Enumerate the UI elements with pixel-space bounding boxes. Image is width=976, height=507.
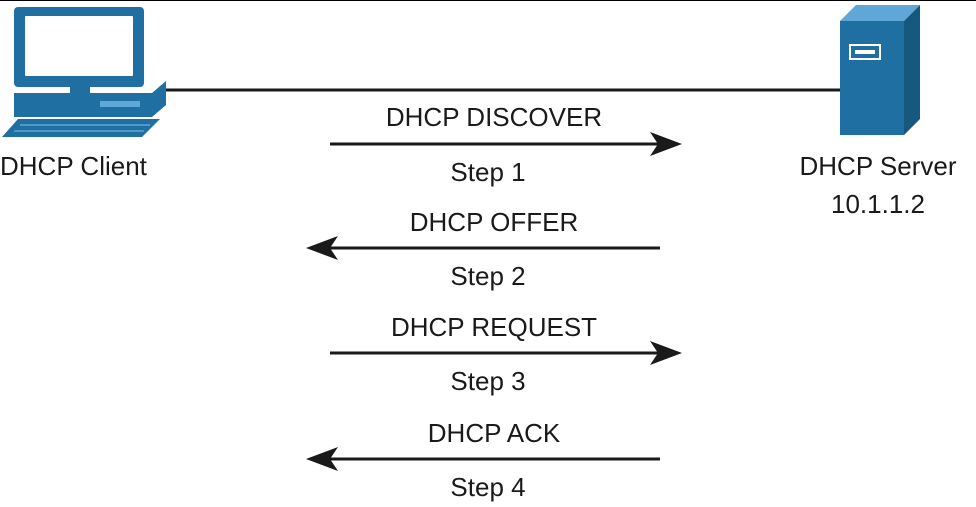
message-name: DHCP DISCOVER (385, 102, 603, 132)
message-step: Step 3 (450, 366, 526, 396)
client-label: DHCP Client (0, 151, 147, 181)
server-ip: 10.1.1.2 (831, 189, 925, 219)
message-name: DHCP ACK (427, 418, 561, 448)
message-step: Step 4 (450, 472, 526, 502)
message-step: Step 1 (450, 157, 526, 187)
server-tower-icon (840, 5, 920, 135)
message-name: DHCP OFFER (409, 207, 579, 237)
message-name: DHCP REQUEST (390, 312, 598, 342)
desktop-computer-icon (2, 7, 166, 137)
server-label: DHCP Server (799, 151, 957, 181)
message-arrows (306, 132, 682, 471)
message-step: Step 2 (450, 261, 526, 291)
